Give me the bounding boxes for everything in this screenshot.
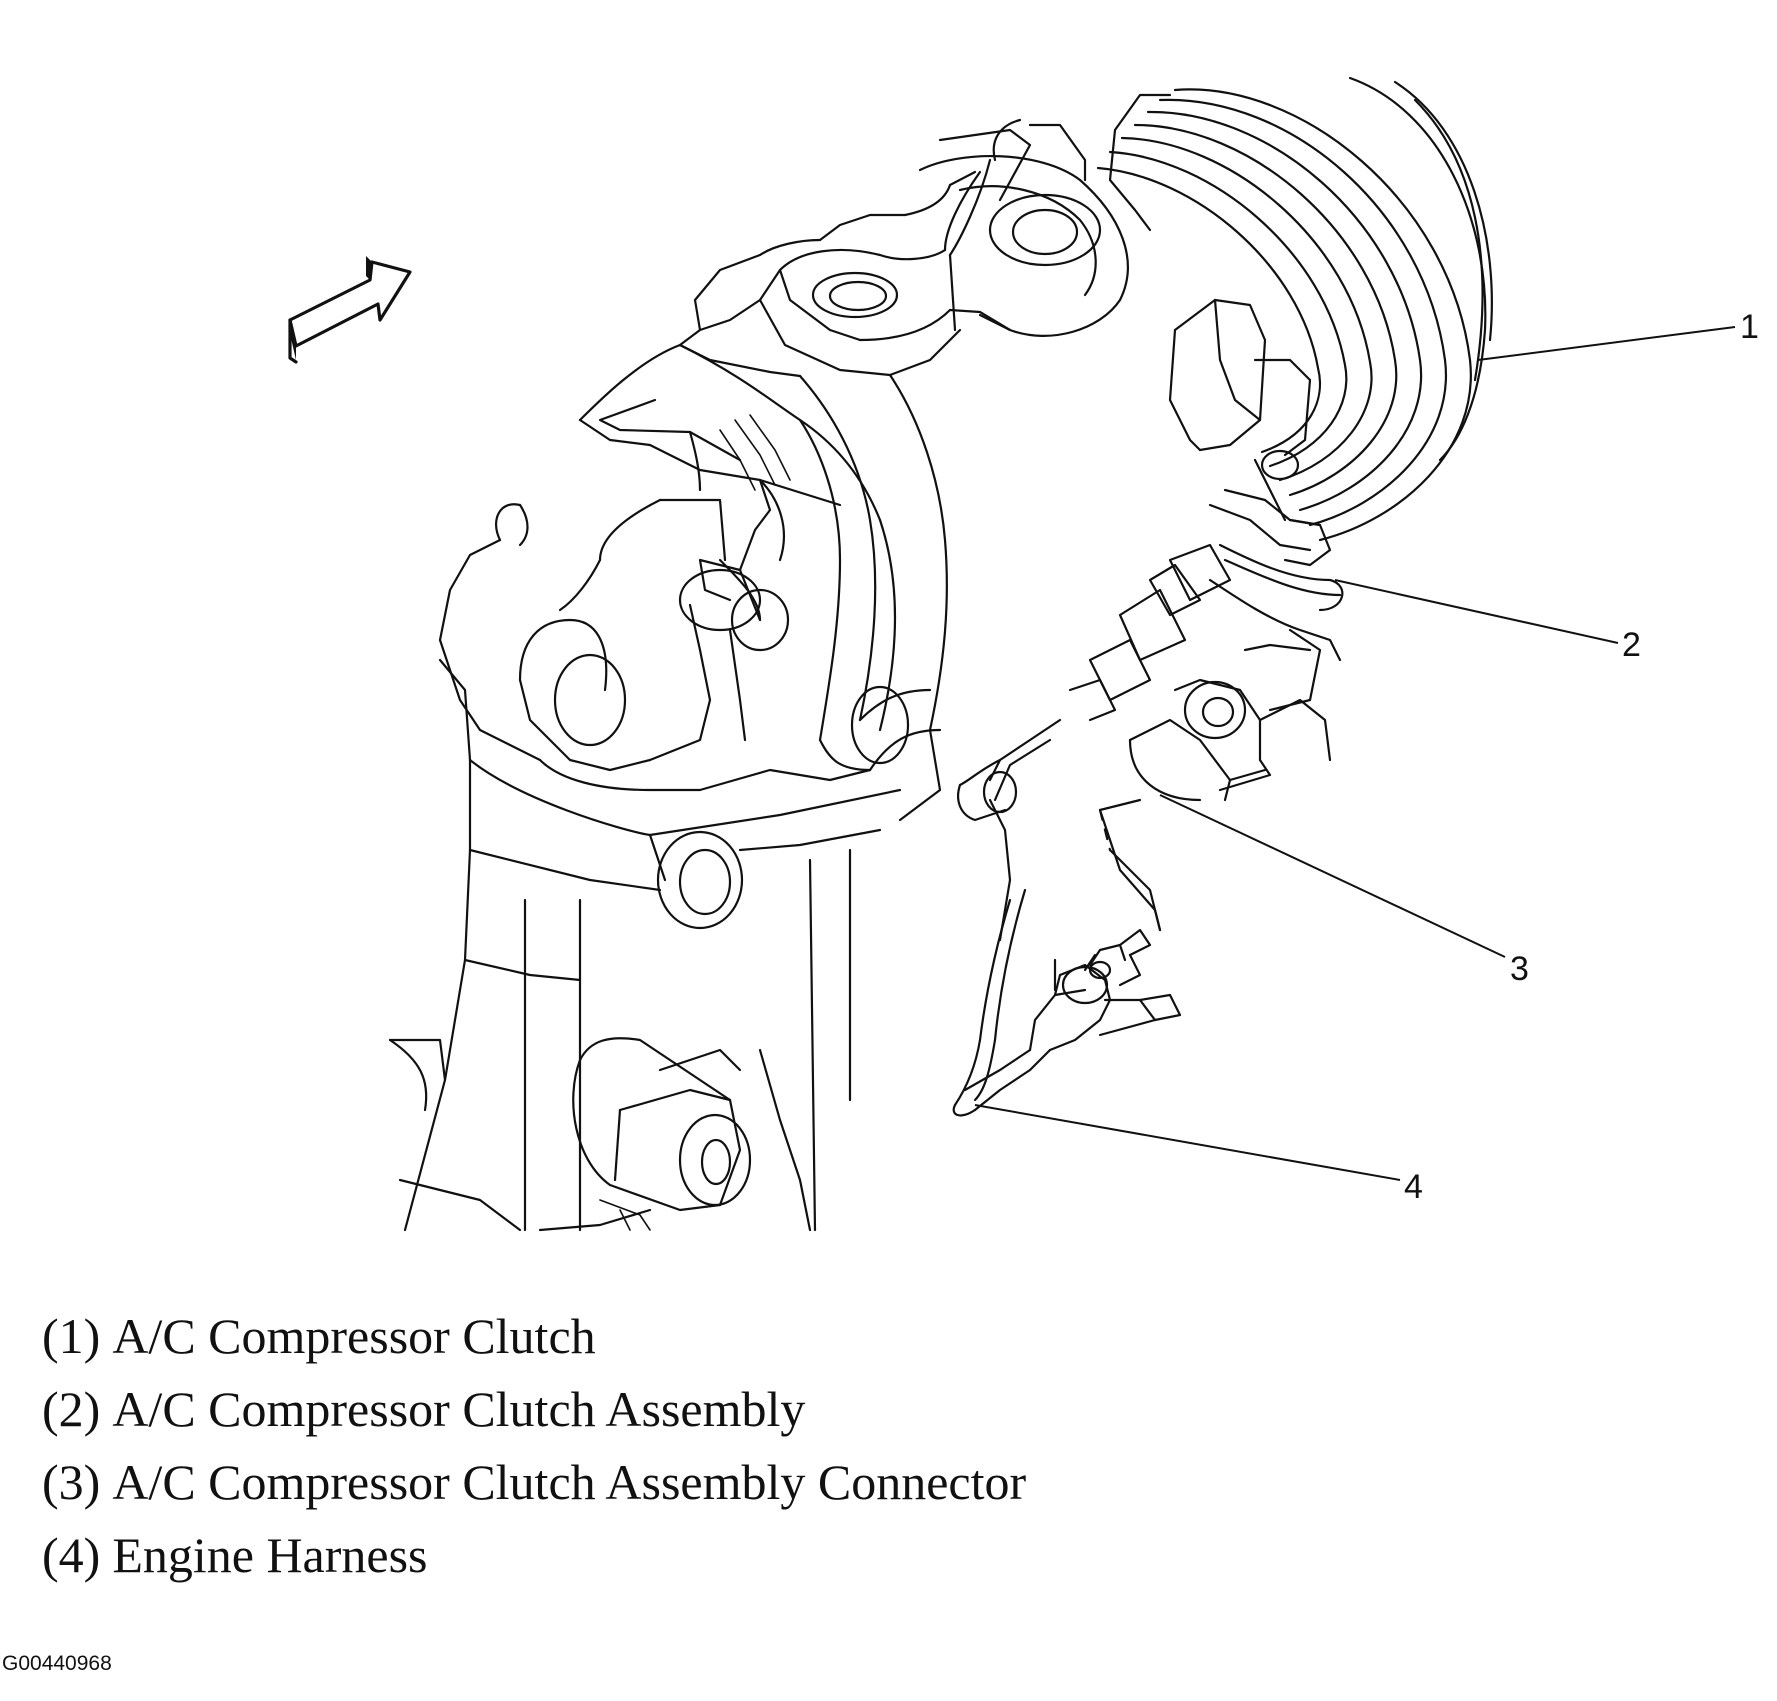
callout-leader-1 — [1477, 326, 1736, 361]
callout-leader-4 — [974, 1104, 1401, 1181]
legend: (1)A/C Compressor Clutch (2)A/C Compress… — [42, 1300, 1026, 1592]
legend-label: A/C Compressor Clutch Assembly Connector — [112, 1454, 1027, 1510]
legend-label: A/C Compressor Clutch — [112, 1308, 596, 1364]
engine-lower — [388, 658, 902, 1232]
legend-item: (4)Engine Harness — [42, 1519, 1026, 1592]
callout-leaders — [974, 326, 1736, 1181]
callout-leader-2 — [1334, 579, 1619, 644]
legend-number: (1) — [42, 1308, 101, 1364]
ac-compressor-clutch-assembly — [952, 298, 1344, 1117]
callout-4: 4 — [1404, 1168, 1423, 1206]
compressor-diagram: 1 2 3 4 — [288, 76, 1759, 1232]
legend-item: (2)A/C Compressor Clutch Assembly — [42, 1373, 1026, 1446]
forward-arrow-icon — [288, 256, 412, 364]
legend-number: (4) — [42, 1527, 101, 1583]
legend-label: Engine Harness — [112, 1527, 428, 1583]
legend-number: (3) — [42, 1454, 101, 1510]
engine-bracket — [438, 343, 948, 822]
compressor-housing — [678, 93, 1172, 378]
legend-label: A/C Compressor Clutch Assembly — [112, 1381, 806, 1437]
callout-leader-3 — [1159, 794, 1506, 958]
callout-3: 3 — [1510, 950, 1529, 988]
callout-1: 1 — [1740, 308, 1759, 346]
legend-item: (1)A/C Compressor Clutch — [42, 1300, 1026, 1373]
legend-number: (2) — [42, 1381, 101, 1437]
connector-mating-line — [1098, 798, 1162, 932]
callout-2: 2 — [1622, 626, 1641, 664]
legend-item: (3)A/C Compressor Clutch Assembly Connec… — [42, 1446, 1026, 1519]
figure-id: G00440968 — [2, 1652, 112, 1675]
ac-compressor-clutch — [1096, 76, 1493, 542]
